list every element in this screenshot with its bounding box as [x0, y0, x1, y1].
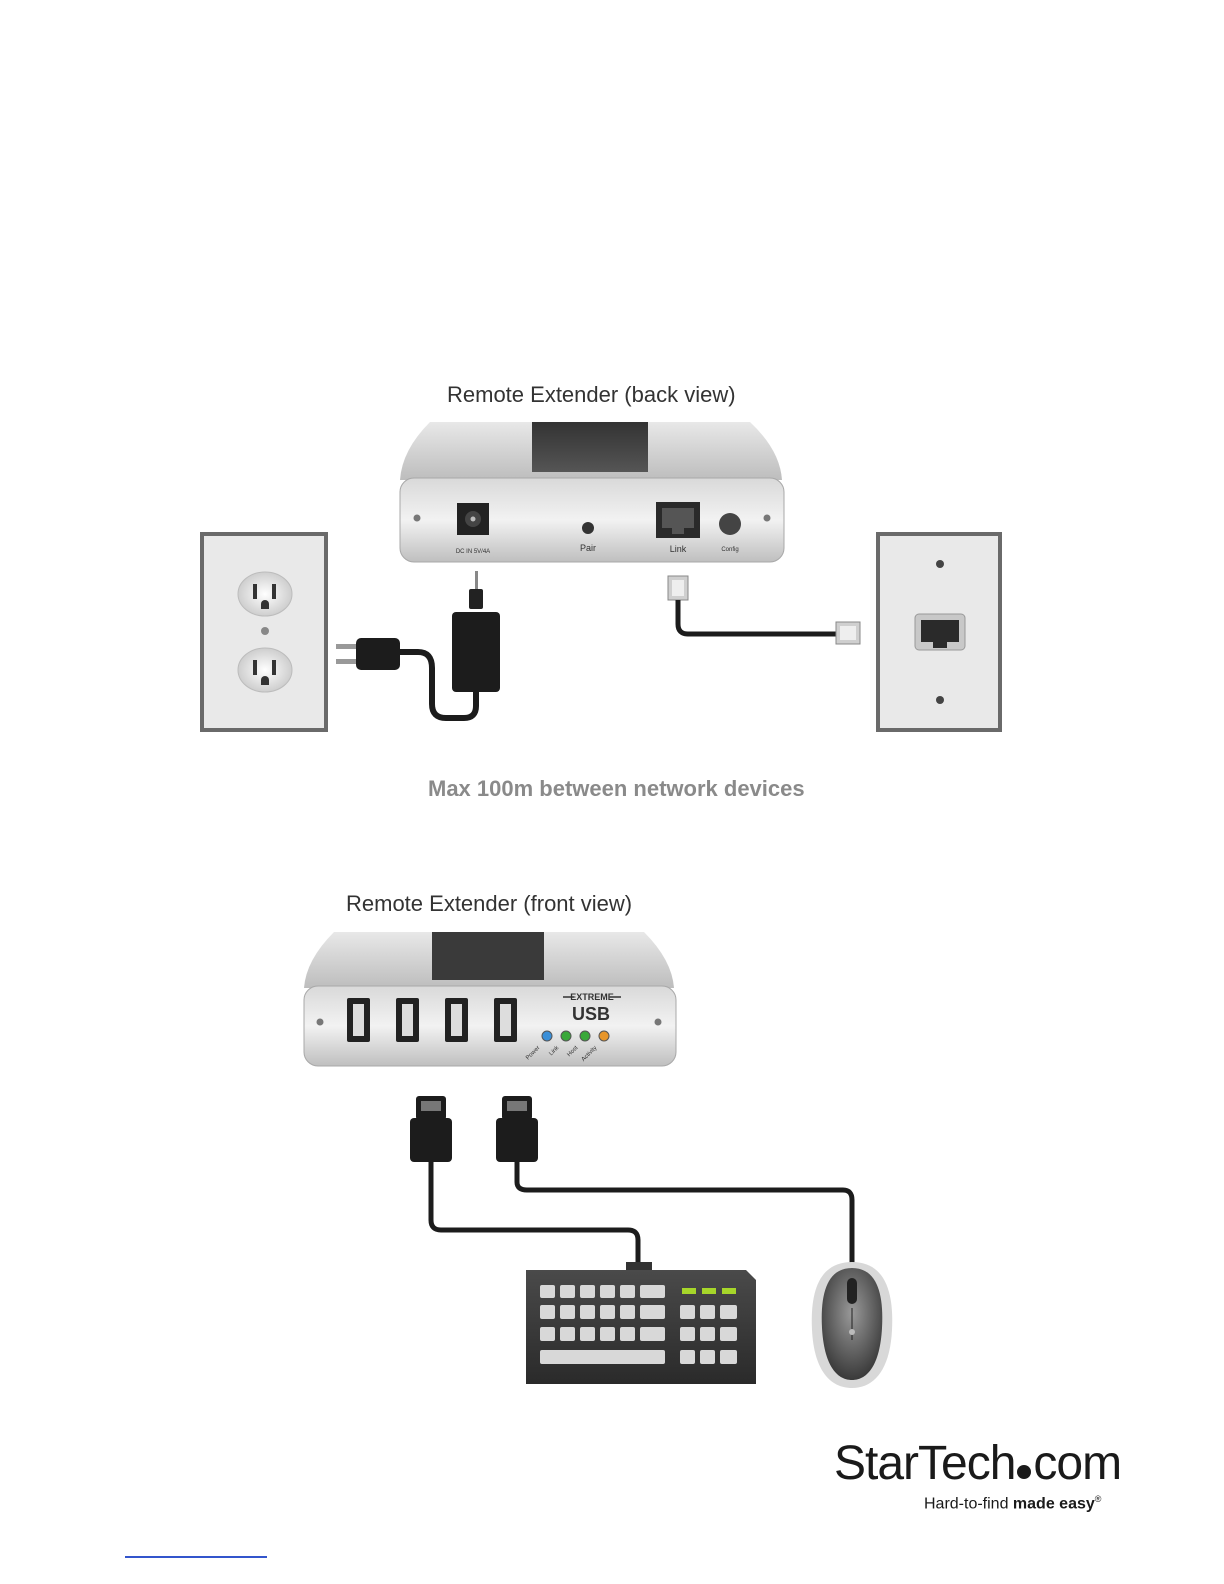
config-label: Config [721, 547, 738, 553]
logo-tagline-bold: made easy [1013, 1495, 1095, 1512]
footer-link-underline[interactable] [125, 1556, 267, 1558]
mouse-usb-cable [496, 1096, 852, 1264]
pair-label: Pair [580, 543, 596, 553]
remote-extender-front: EXTREME USB Power Link Host Activity [304, 932, 676, 1066]
outlet-socket [238, 648, 292, 692]
dc-in-label: DC IN 5V/4A [456, 549, 490, 555]
logo-name-part2: com [1033, 1437, 1121, 1490]
usb-port [347, 998, 370, 1042]
brand-extreme: EXTREME [570, 992, 614, 1002]
network-cable [668, 576, 860, 644]
logo-dot-icon [1017, 1465, 1031, 1479]
screw-icon [655, 1019, 662, 1026]
scroll-wheel-icon [847, 1278, 857, 1304]
screw-icon [414, 515, 421, 522]
startech-logo: StarTech com Hard-to-find made easy® [834, 1436, 1124, 1520]
screw-icon [317, 1019, 324, 1026]
mouse [812, 1262, 892, 1388]
screw-icon [936, 696, 944, 704]
registered-mark-icon: ® [1095, 1494, 1102, 1504]
logo-tagline-regular: Hard-to-find [924, 1495, 1013, 1512]
back-view-diagram: DC IN 5V/4A Pair Link Config [0, 0, 1224, 800]
network-wall-jack [878, 534, 1000, 730]
screw-icon [936, 560, 944, 568]
outlet-socket [238, 572, 292, 616]
logo-name-part1: StarTech [834, 1437, 1015, 1490]
link-label: Link [670, 544, 687, 554]
front-view-diagram: EXTREME USB Power Link Host Activity [0, 900, 1224, 1410]
usb-port [445, 998, 468, 1042]
power-outlet [202, 534, 326, 730]
power-adapter [336, 571, 500, 718]
usb-port [494, 998, 517, 1042]
keyboard [526, 1262, 756, 1384]
brand-usb: USB [572, 1004, 610, 1024]
screw-icon [261, 627, 269, 635]
screw-icon [764, 515, 771, 522]
remote-extender-back: DC IN 5V/4A Pair Link Config [400, 422, 784, 562]
usb-port [396, 998, 419, 1042]
